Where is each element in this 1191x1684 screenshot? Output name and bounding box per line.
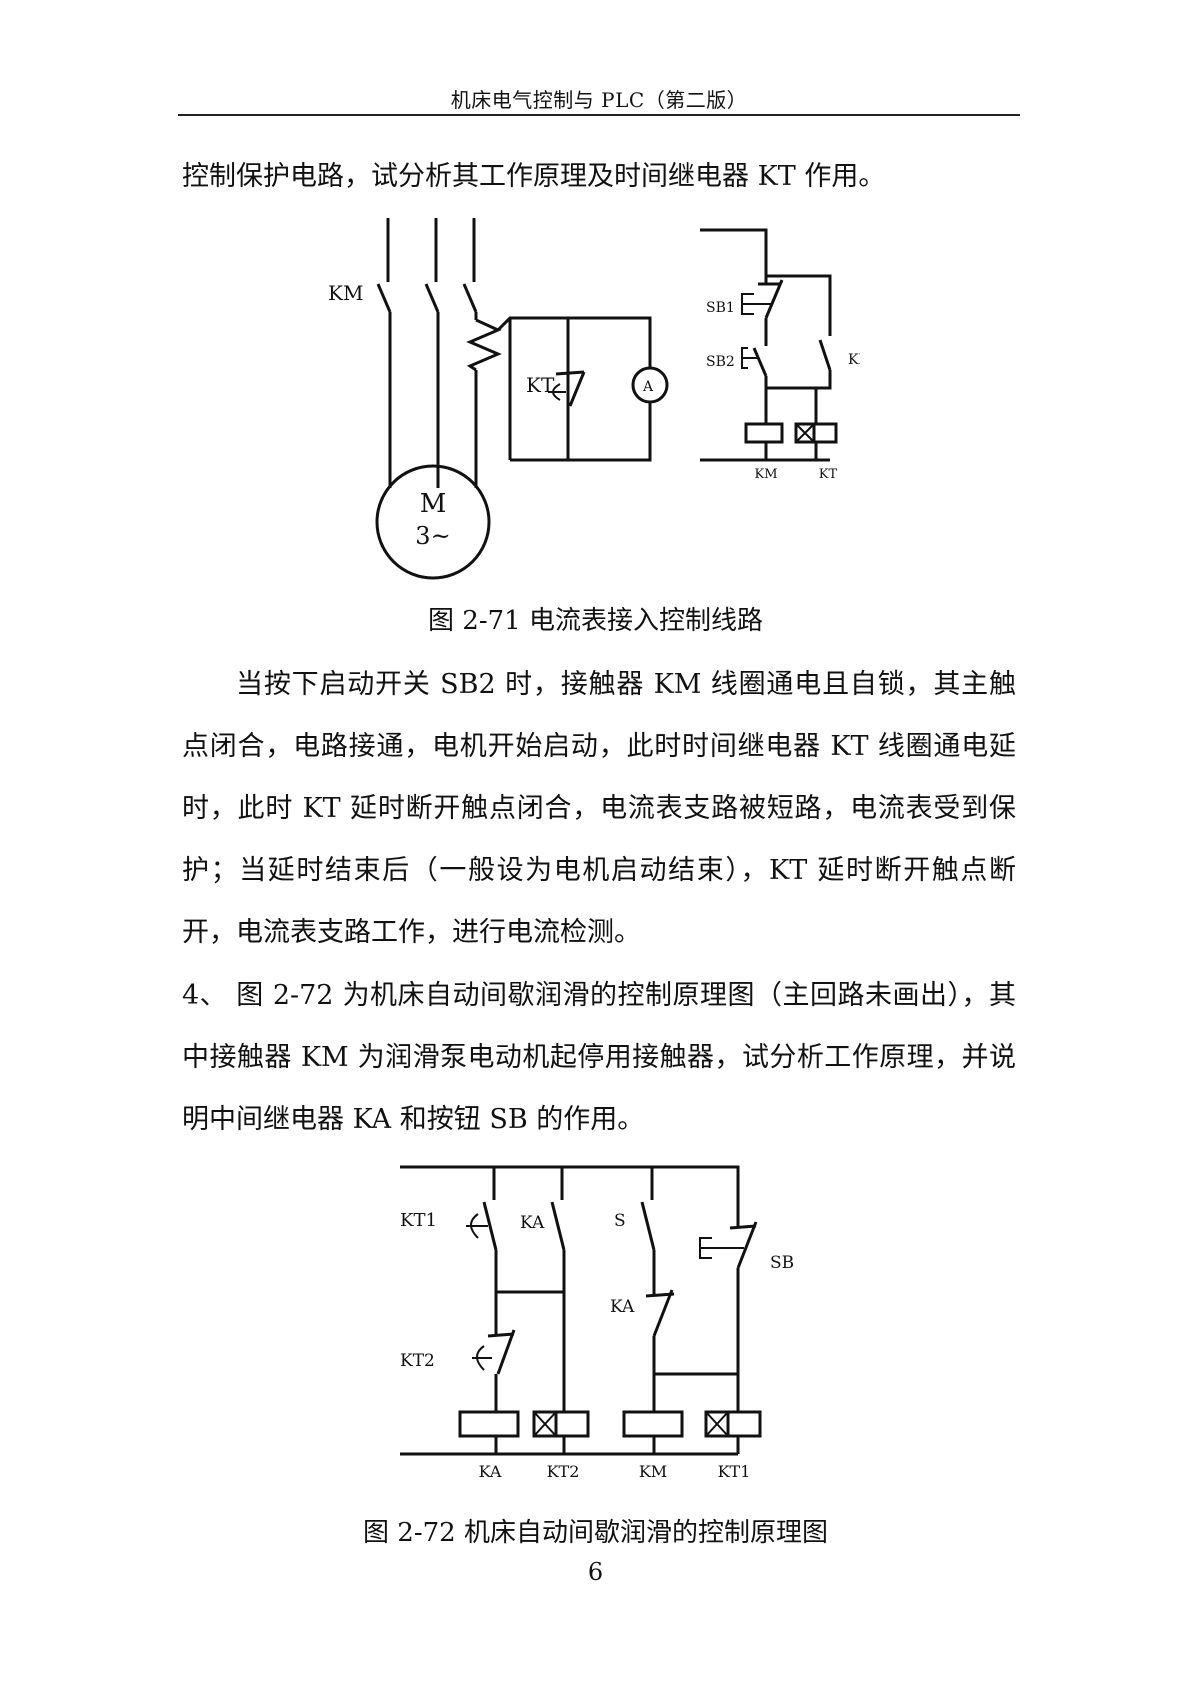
figure-2-72-caption: 图 2-72 机床自动间歇润滑的控制原理图 bbox=[363, 1518, 828, 1548]
main-power-lines bbox=[376, 218, 502, 488]
running-header: 机床电气控制与 PLC（第二版） bbox=[450, 88, 748, 112]
figure-2-71-caption: 图 2-71 电流表接入控制线路 bbox=[428, 606, 763, 636]
label-motor-m: M bbox=[420, 489, 447, 519]
label-sb2: SB2 bbox=[706, 354, 735, 370]
ammeter-branch bbox=[496, 316, 669, 462]
km-coil-icon bbox=[622, 1410, 684, 1438]
figure-2-72-circuit: KT1 KA S SB KA KT2 KA KT2 KM KT1 bbox=[400, 1165, 794, 1481]
label-km-main: KM bbox=[328, 281, 363, 305]
label-coil-kt: KT bbox=[819, 467, 838, 482]
label-ammeter: A bbox=[642, 379, 654, 395]
control-circuit bbox=[700, 228, 838, 462]
label-coil-ka: KA bbox=[479, 1462, 502, 1481]
label-kt-contact: KT bbox=[526, 373, 555, 397]
ka-coil-icon bbox=[458, 1410, 520, 1438]
intro-paragraph: 控制保护电路，试分析其工作原理及时间继电器 KT 作用。 bbox=[182, 161, 886, 192]
answer-paragraph: 当按下启动开关 SB2 时，接触器 KM 线圈通电且自锁，其主触点闭合，电路接通… bbox=[182, 669, 1016, 948]
km-coil-icon bbox=[744, 422, 784, 444]
label-coil-kt1: KT1 bbox=[718, 1462, 751, 1481]
page-number: 6 bbox=[587, 1558, 604, 1586]
label-sb1: SB1 bbox=[706, 300, 735, 316]
label-motor-phase: 3~ bbox=[415, 522, 450, 550]
label-coil-km: KM bbox=[639, 1462, 667, 1481]
label-sb: SB bbox=[770, 1253, 794, 1273]
label-coil-km: KM bbox=[754, 467, 777, 482]
label-ka-top: KA bbox=[520, 1213, 545, 1233]
header-rule bbox=[178, 114, 1020, 116]
label-coil-kt2: KT2 bbox=[547, 1462, 580, 1481]
label-kt1: KT1 bbox=[400, 1210, 437, 1231]
label-kt2: KT2 bbox=[400, 1351, 435, 1371]
ammeter-icon bbox=[631, 366, 669, 404]
label-km-aux: KM bbox=[848, 352, 860, 368]
figure-2-71-circuit: KM KT A M 3~ SB1 SB2 KM KM KT bbox=[328, 218, 860, 580]
label-ka-mid: KA bbox=[610, 1297, 635, 1317]
question-4-paragraph: 4、 图 2-72 为机床自动间歇润滑的控制原理图（主回路未画出），其中接触器 … bbox=[182, 980, 1016, 1135]
label-s: S bbox=[614, 1211, 626, 1231]
motor-icon bbox=[375, 464, 491, 580]
lubrication-control-circuit bbox=[400, 1165, 762, 1456]
